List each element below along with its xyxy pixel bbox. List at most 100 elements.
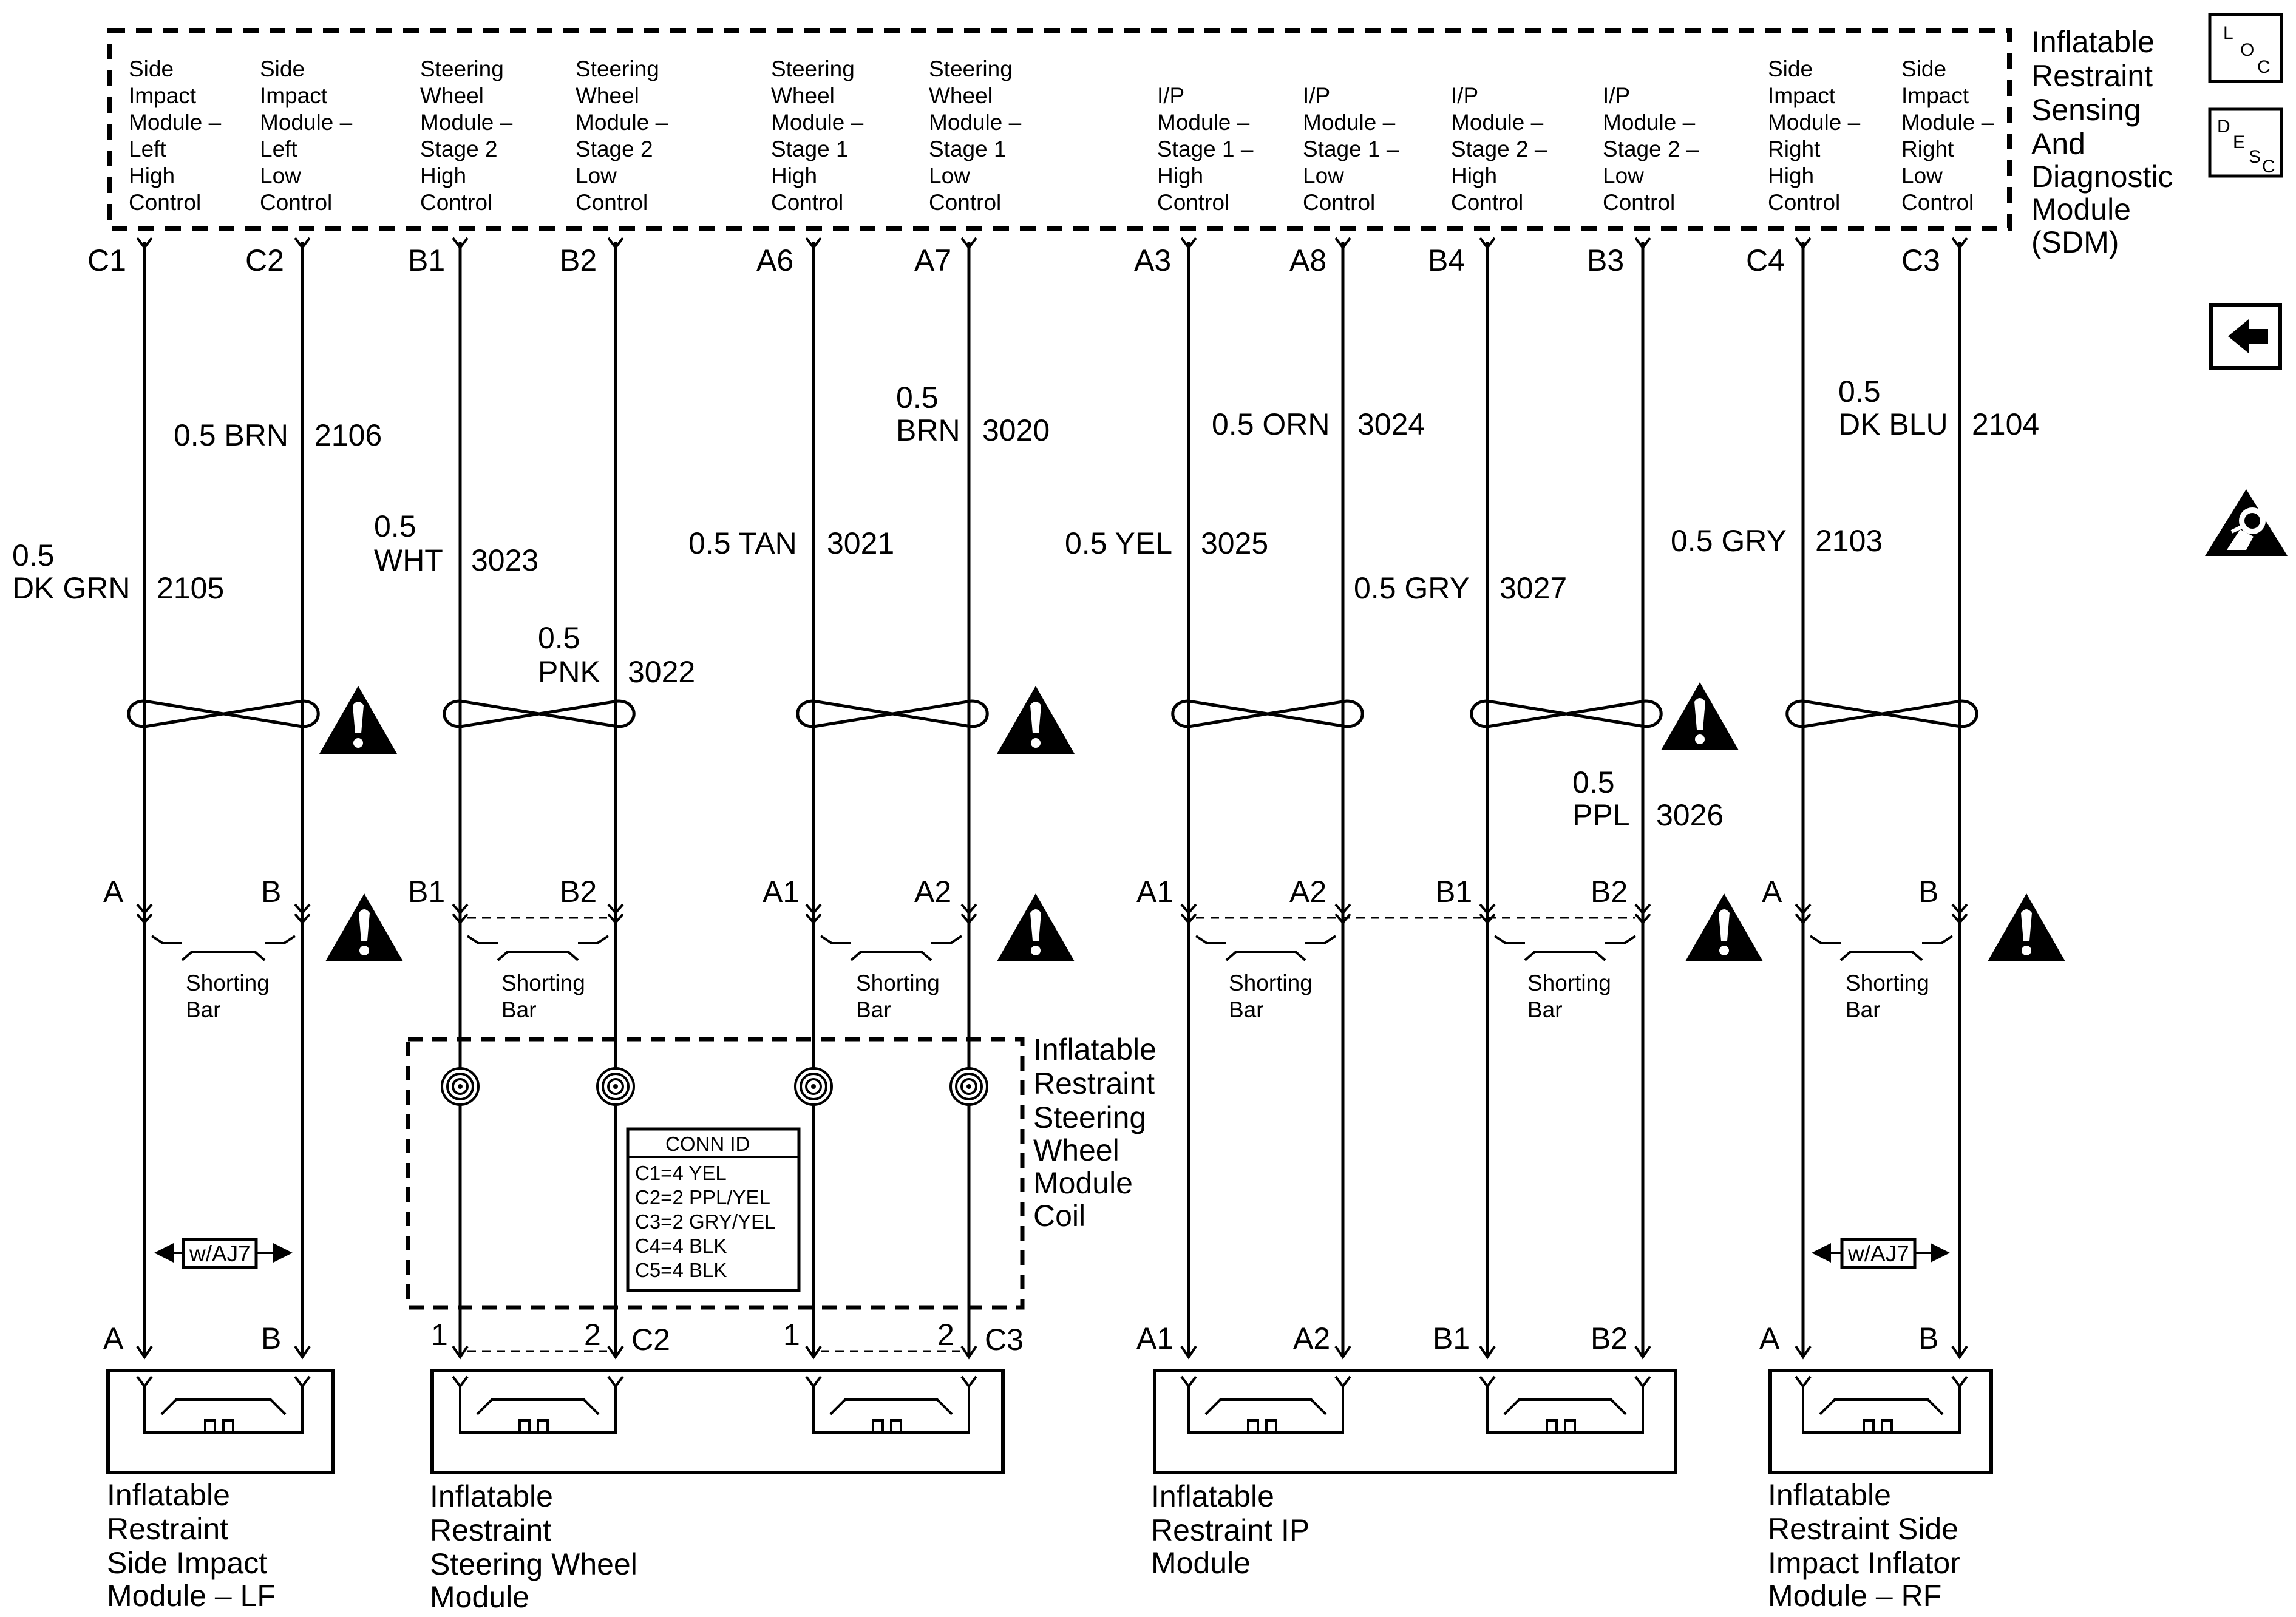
inline-connector-pins: A B B1 B2 A1 A2 A1 A2 B1 B2 A B [103,875,1938,909]
svg-text:Inflatable: Inflatable [107,1478,230,1512]
sdm-pin-labels: C1 C2 B1 B2 A6 A7 A3 A8 B4 B3 C4 C3 [87,243,1940,277]
svg-text:0.5 BRN: 0.5 BRN [174,418,288,452]
svg-text:Steering: Steering [420,56,504,81]
svg-text:A: A [1762,875,1782,909]
svg-text:C: C [2262,157,2275,177]
caution-triangle-icon [1661,682,1739,750]
svg-text:1: 1 [431,1318,448,1352]
svg-text:Wheel: Wheel [771,83,835,108]
svg-text:Low: Low [1603,163,1644,188]
option-marker-right: w/AJ7 [1812,1238,1950,1269]
svg-text:Module –: Module – [420,110,513,135]
svg-text:2106: 2106 [314,418,382,452]
svg-text:Stage 1 –: Stage 1 – [1303,137,1399,161]
svg-text:Restraint: Restraint [2031,59,2153,93]
svg-text:Diagnostic: Diagnostic [2031,160,2173,194]
svg-text:Control: Control [771,190,843,215]
steering-wheel-coil-box [406,1037,1025,1310]
desc-icon[interactable]: D E S C [2208,107,2283,178]
twisted-pair-ip-stage1 [1173,701,1363,727]
svg-text:Control: Control [420,190,492,215]
svg-text:2: 2 [937,1318,954,1352]
svg-text:C2: C2 [245,243,284,277]
svg-text:3024: 3024 [1357,407,1425,441]
svg-text:B: B [261,875,281,909]
twisted-pair-sw-stage1 [798,701,988,727]
airbag-warning-icon[interactable] [2205,489,2288,556]
svg-text:PPL: PPL [1572,798,1630,832]
svg-text:Bar: Bar [856,997,891,1022]
shorting-bars [151,935,1954,961]
svg-text:Bar: Bar [186,997,221,1022]
svg-text:Inflatable: Inflatable [1151,1479,1274,1513]
svg-text:3023: 3023 [471,543,538,577]
svg-text:Inflatable: Inflatable [1033,1032,1156,1066]
svg-text:Side: Side [129,56,174,81]
svg-text:High: High [771,163,817,188]
svg-text:Restraint: Restraint [1033,1066,1155,1100]
loc-icon[interactable]: L O C [2208,13,2283,83]
svg-text:C4=4 BLK: C4=4 BLK [635,1235,727,1257]
inflator-squibs [136,1375,1968,1434]
svg-text:Module –: Module – [1303,110,1396,135]
svg-text:A8: A8 [1289,243,1326,277]
svg-text:Stage 2 –: Stage 2 – [1603,137,1699,161]
left-arrow-icon[interactable] [2209,303,2282,370]
svg-text:w/AJ7: w/AJ7 [189,1241,251,1266]
svg-text:(SDM): (SDM) [2031,225,2119,259]
module-boxes [106,1369,1993,1474]
svg-text:0.5: 0.5 [12,538,55,572]
svg-text:C1: C1 [87,243,126,277]
svg-text:Stage 1: Stage 1 [929,137,1007,161]
svg-text:WHT: WHT [374,543,443,577]
svg-text:Impact Inflator: Impact Inflator [1768,1546,1960,1580]
svg-text:3025: 3025 [1201,526,1268,560]
svg-text:High: High [420,163,466,188]
coil-icon [794,1067,833,1106]
svg-text:Wheel: Wheel [929,83,993,108]
svg-text:High: High [1768,163,1814,188]
coil-icon [949,1067,988,1106]
svg-text:B: B [1918,875,1938,909]
svg-text:B2: B2 [560,875,597,909]
coil-icon [441,1067,480,1106]
svg-text:Module – RF: Module – RF [1768,1579,1941,1613]
module-box-ip [1153,1369,1677,1474]
svg-text:C5=4 BLK: C5=4 BLK [635,1259,727,1281]
svg-text:Right: Right [1768,137,1821,161]
svg-text:B2: B2 [1591,875,1628,909]
svg-text:Inflatable: Inflatable [1768,1478,1891,1512]
svg-text:Side Impact: Side Impact [107,1546,267,1580]
svg-text:C3: C3 [985,1323,1024,1357]
svg-text:Control: Control [576,190,648,215]
svg-text:Low: Low [576,163,617,188]
svg-text:Control: Control [1768,190,1840,215]
svg-text:B1: B1 [408,875,445,909]
svg-text:And: And [2031,127,2085,161]
svg-text:DK BLU: DK BLU [1838,407,1948,441]
svg-text:B: B [1918,1321,1938,1355]
svg-text:Module: Module [1033,1166,1133,1200]
svg-text:Shorting: Shorting [856,971,940,995]
svg-text:Low: Low [929,163,970,188]
svg-text:Module –: Module – [260,110,353,135]
svg-text:L: L [2223,23,2233,43]
sdm-module-box [107,28,2012,231]
svg-text:Steering: Steering [929,56,1013,81]
svg-text:A3: A3 [1134,243,1171,277]
svg-text:Steering Wheel: Steering Wheel [430,1547,637,1581]
svg-text:A7: A7 [914,243,951,277]
squib-sw-stage2 [452,1375,624,1434]
svg-text:Stage 2 –: Stage 2 – [1451,137,1547,161]
svg-text:Right: Right [1901,137,1954,161]
svg-text:A6: A6 [756,243,793,277]
svg-text:Module –: Module – [576,110,668,135]
coil-icon [596,1067,635,1106]
module-box-steering-wheel [430,1369,1005,1474]
